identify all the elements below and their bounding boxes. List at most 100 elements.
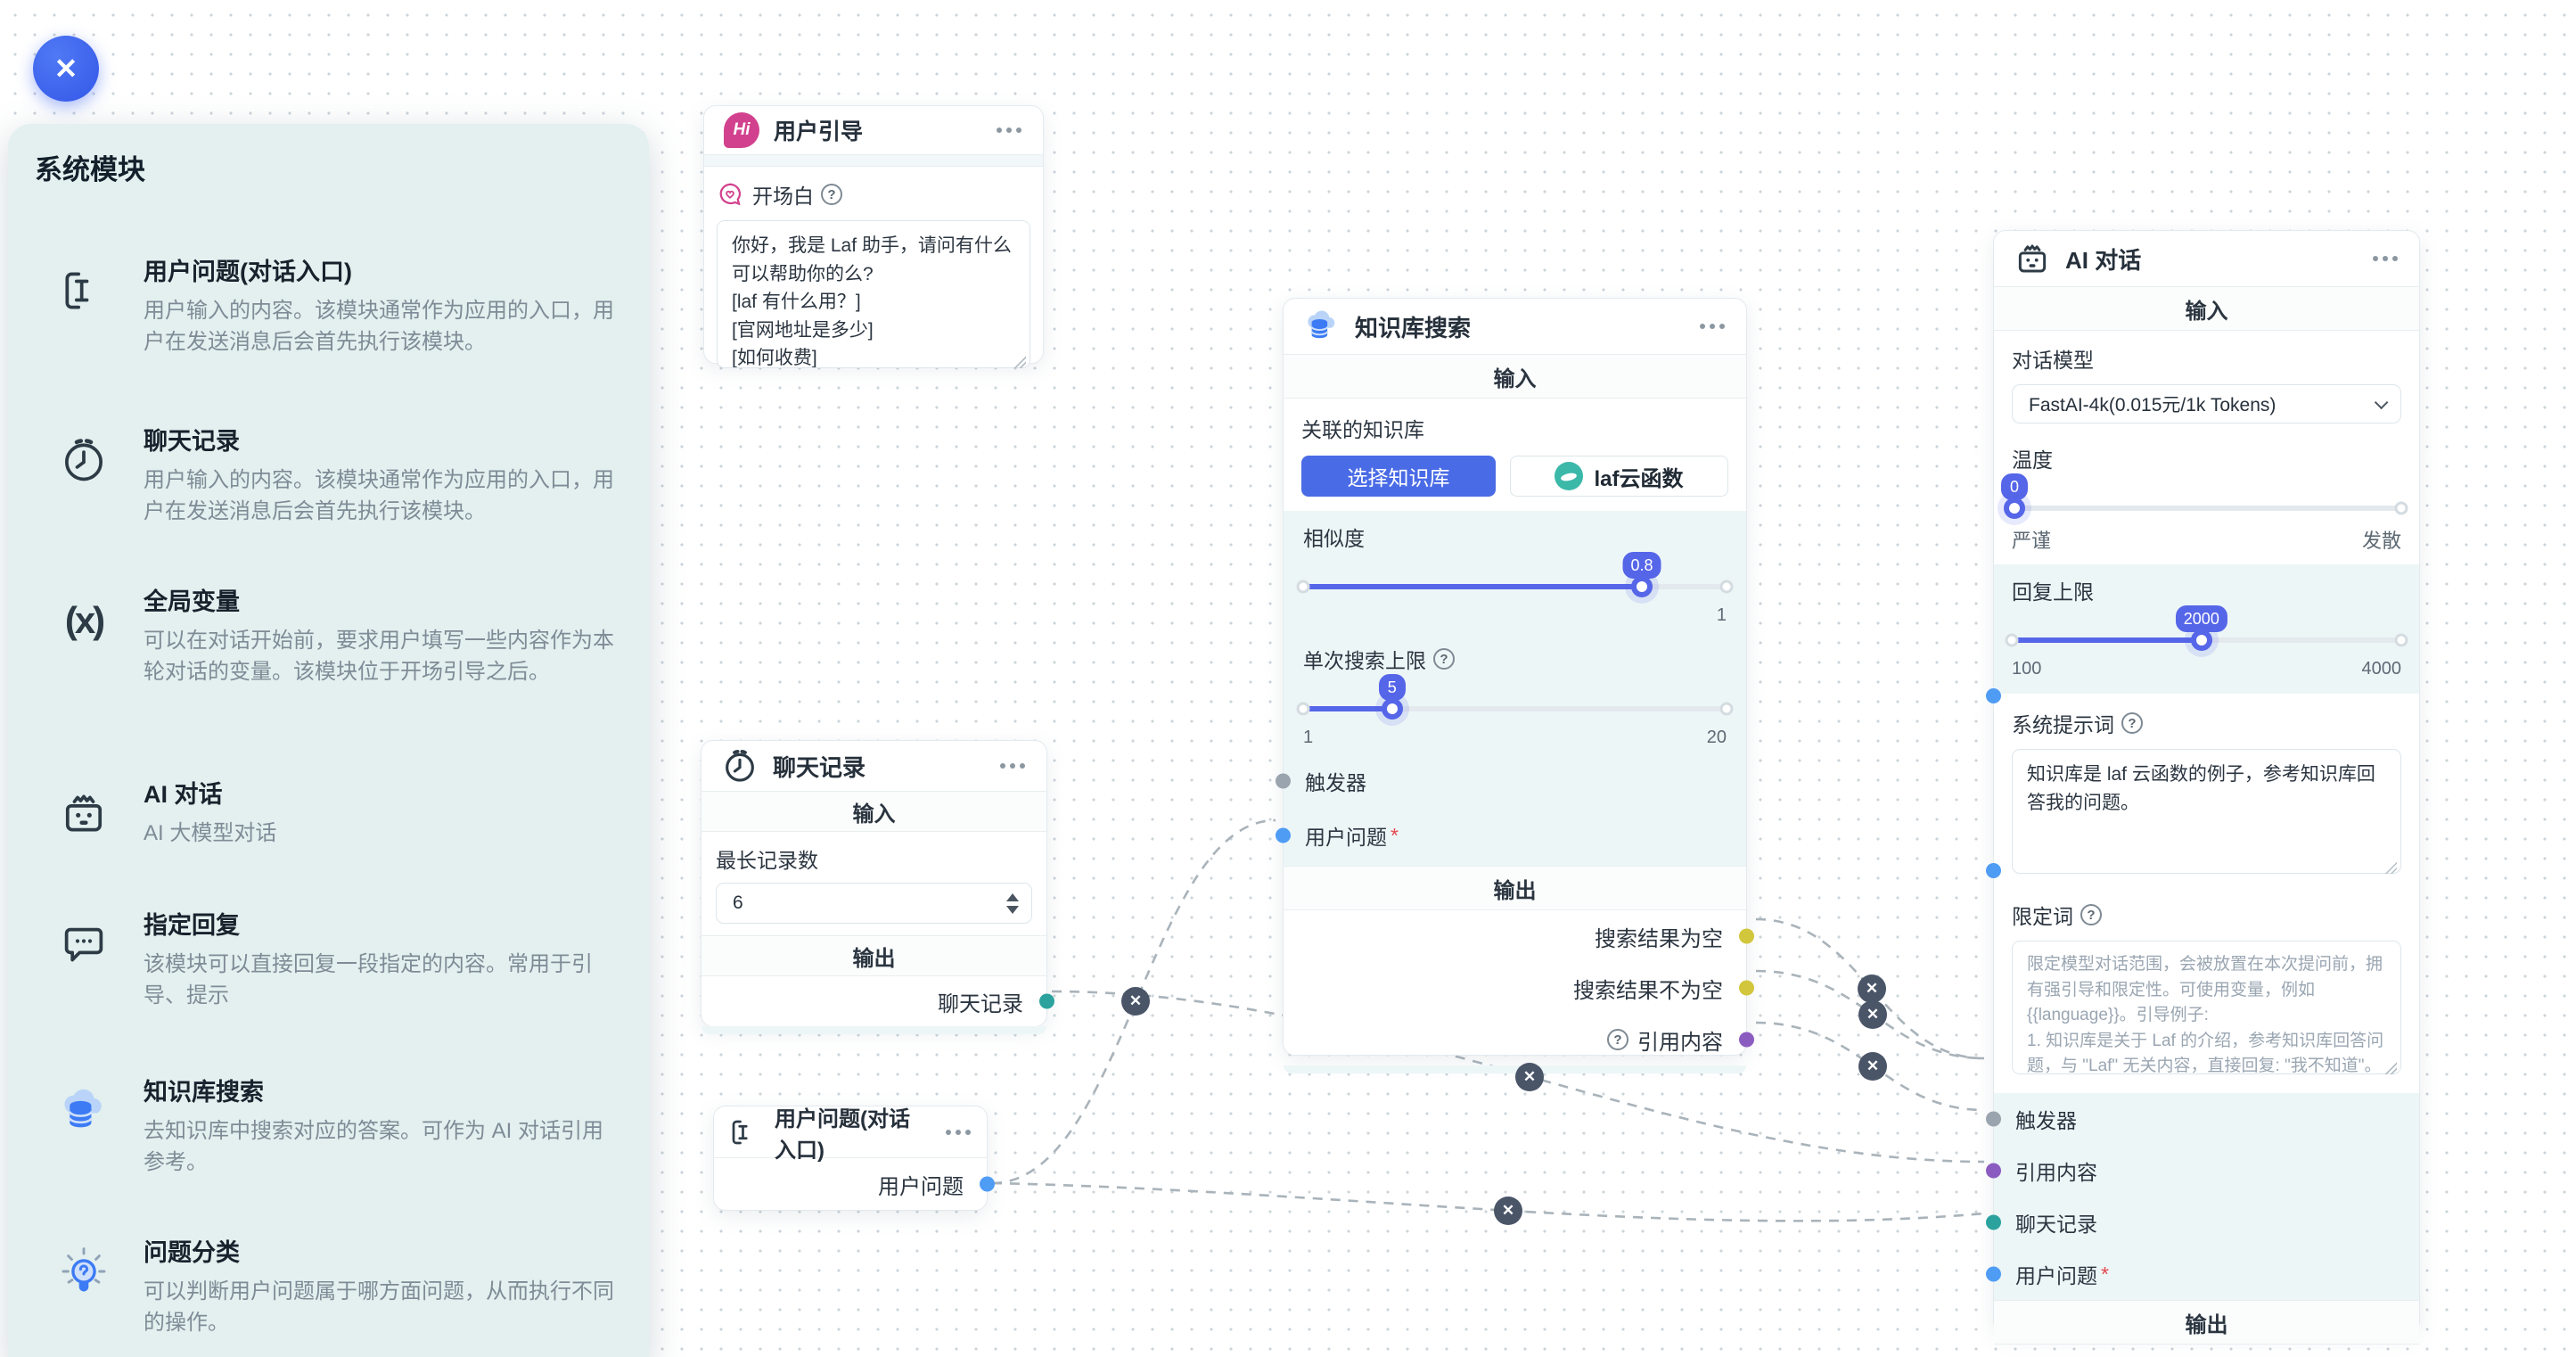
laf-logo-icon [1555,462,1584,490]
node-title: 用户问题(对话入口) [775,1106,910,1163]
help-icon[interactable]: ? [2121,712,2143,734]
input-port-trigger[interactable] [1276,773,1291,789]
select-kb-button[interactable]: 选择知识库 [1301,456,1496,497]
node-kb-search[interactable]: 知识库搜索 输入 关联的知识库 选择知识库 laf云函数 相似度 0.8 [1276,298,1754,1073]
delete-edge-icon[interactable]: ✕ [1858,1052,1887,1081]
output-port-not-empty[interactable] [1739,980,1754,996]
slider-knob[interactable] [2004,498,2025,519]
help-icon[interactable]: ? [2080,904,2102,925]
resize-grip-icon[interactable] [1013,355,1026,368]
model-label: 对话模型 [2012,349,2094,372]
node-chat-history[interactable]: 聊天记录 输入 最长记录数 6 输出 聊天记录 [701,740,1054,1034]
close-icon[interactable]: ✕ [33,36,99,102]
input-port-history[interactable] [1986,1214,2001,1230]
outputs-section-header: 输出 [1284,866,1746,910]
robot-icon [56,785,111,841]
reply-bubble-icon [56,917,111,972]
slider-knob[interactable] [1381,698,1403,720]
sidebar-item-chat-history[interactable]: 聊天记录 用户输入的内容。该模块通常作为应用的入口，用户在发送消息后会首先执行该… [47,422,615,528]
more-menu-icon[interactable] [1698,318,1727,334]
node-header[interactable]: 知识库搜索 [1284,299,1746,354]
sidebar-item-question-classify[interactable]: 问题分类 可以判断用户问题属于哪方面问题，从而执行不同的操作。 [47,1233,615,1339]
kb-tag-button[interactable]: laf云函数 [1510,456,1728,497]
sidebar-item-kb-search[interactable]: 知识库搜索 去知识库中搜索对应的答案。可作为 AI 对话引用参考。 [47,1073,615,1179]
input-port-system-prompt[interactable] [1986,688,2001,703]
inputs-section-header: 输入 [701,791,1046,832]
slider-knob[interactable] [2190,629,2212,651]
slider-value-badge: 5 [1378,674,1406,701]
max-records-input[interactable]: 6 [716,883,1032,924]
resize-grip-icon[interactable] [2383,860,2397,874]
max-tokens-slider[interactable]: 2000 [2005,605,2408,657]
edge-userquestion-to-ai [991,1181,1985,1222]
limit-prompt-textarea[interactable] [2012,941,2401,1074]
output-port-question[interactable] [980,1176,995,1192]
delete-edge-icon[interactable]: ✕ [1494,1197,1522,1225]
slider-min: 100 [2012,659,2042,678]
input-port-trigger[interactable] [1986,1111,2001,1127]
slider-value-badge: 2000 [2175,605,2227,632]
help-icon[interactable]: ? [1433,648,1455,670]
slider-min: 1 [1303,728,1314,747]
input-row-trigger: 触发器 [1986,1093,2419,1145]
input-port-limit-prompt[interactable] [1986,863,2001,878]
slider-knob[interactable] [1631,576,1653,597]
temperature-label: 温度 [2012,448,2053,472]
max-tokens-label: 回复上限 [2012,580,2094,604]
limit-prompt-label: 限定词 ? [2012,900,2401,930]
node-header[interactable]: AI 对话 [1994,231,2419,286]
delete-edge-icon[interactable]: ✕ [1121,987,1150,1016]
more-menu-icon[interactable] [2371,251,2400,267]
welcome-textarea[interactable]: 你好，我是 Laf 助手，请问有什么可以帮助你的么? [laf 有什么用？] [… [717,220,1030,368]
edge-userquestion-to-kb [991,818,1276,1185]
kb-cloud-db-icon [1308,310,1335,339]
output-port-quote[interactable] [1739,1032,1754,1048]
more-menu-icon[interactable] [998,758,1027,774]
node-user-guide[interactable]: Hi 用户引导 开场白 ? 你好，我是 Laf 助手，请问有什么可以帮助你的么?… [703,105,1044,368]
output-port-empty[interactable] [1739,928,1754,944]
node-user-question[interactable]: 用户问题(对话入口) 用户问题 [713,1106,995,1211]
sidebar-item-fixed-reply[interactable]: 指定回复 该模块可以直接回复一段指定的内容。常用于引导、提示 [47,906,615,1012]
more-menu-icon[interactable] [944,1124,972,1140]
sidebar-item-global-variable[interactable]: (x) 全局变量 可以在对话开始前，要求用户填写一些内容作为本轮对话的变量。该模… [47,582,615,688]
more-menu-icon[interactable] [995,122,1023,138]
input-port-quote[interactable] [1986,1163,2001,1179]
temperature-slider[interactable]: 0 [2001,473,2408,523]
system-prompt-label: 系统提示词 ? [2012,708,2401,738]
node-header[interactable]: 聊天记录 [701,741,1046,791]
input-port-question[interactable] [1276,827,1291,843]
delete-edge-icon[interactable]: ✕ [1858,975,1886,1003]
number-stepper-icon[interactable] [1006,892,1019,914]
output-port-history[interactable] [1039,993,1054,1009]
resize-grip-icon[interactable] [2383,1061,2397,1074]
kb-cloud-db-icon [56,1083,111,1139]
slider-value-badge: 0 [2001,473,2028,500]
node-title: 用户引导 [774,119,864,144]
kb-tag-label: laf云函数 [1594,466,1684,491]
delete-edge-icon[interactable]: ✕ [1515,1063,1544,1091]
slider-max: 4000 [2361,659,2402,678]
similarity-slider[interactable]: 0.8 [1296,552,1734,604]
welcome-heart-icon [719,183,741,206]
sidebar-item-user-question[interactable]: 用户问题(对话入口) 用户输入的内容。该模块通常作为应用的入口，用户在发送消息后… [47,252,615,358]
help-icon[interactable]: ? [1607,1029,1628,1050]
delete-edge-icon[interactable]: ✕ [1858,1000,1887,1029]
node-header[interactable]: Hi 用户引导 [704,106,1043,154]
search-limit-slider[interactable]: 5 [1296,674,1734,726]
chevron-down-icon [2374,395,2389,409]
sidebar-item-ai-chat[interactable]: AI 对话 AI 大模型对话 [47,775,615,850]
max-records-label: 最长记录数 [716,849,818,872]
slider-max: 1 [1716,605,1727,625]
system-prompt-textarea[interactable]: 知识库是 laf 云函数的例子，参考知识库回答我的问题。 [2012,749,2401,874]
node-ai-chat[interactable]: AI 对话 输入 对话模型 FastAI-4k(0.015元/1k Tokens… [1986,230,2420,1345]
module-sidebar: 系统模块 用户问题(对话入口) 用户输入的内容。该模块通常作为应用的入口，用户在… [8,124,649,1357]
slider-max: 20 [1706,728,1727,747]
node-footer-strip [1284,1065,1746,1073]
help-icon[interactable]: ? [821,184,842,205]
node-header[interactable]: 用户问题(对话入口) [714,1106,987,1163]
node-title: 知识库搜索 [1355,314,1472,341]
similarity-label: 相似度 [1303,527,1365,550]
input-port-question[interactable] [1986,1266,2001,1282]
model-select[interactable]: FastAI-4k(0.015元/1k Tokens) [2012,384,2401,424]
